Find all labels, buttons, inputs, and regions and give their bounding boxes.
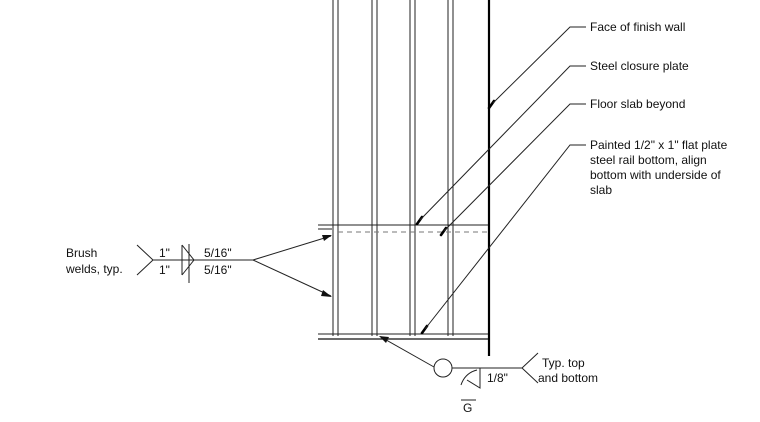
fillet-weld-below (466, 368, 481, 389)
painted-plate-line-4: slab (590, 183, 612, 197)
floor-slab-beyond (318, 224, 490, 233)
label-painted-flat-plate: Painted 1/2" x 1" flat plate steel rail … (590, 138, 728, 197)
typ-line-1: Typ. top (542, 356, 585, 370)
weld-size-top: 1" (159, 246, 170, 260)
rail-assembly (318, 0, 496, 356)
painted-plate-line-1: Painted 1/2" x 1" flat plate (590, 138, 728, 152)
painted-plate-line-3: bottom with underside of (590, 168, 721, 182)
weld-finish-grind: G (463, 401, 472, 415)
baluster-1 (332, 0, 339, 336)
typ-line-2: and bottom (538, 371, 598, 385)
arrowhead-lower (321, 290, 332, 297)
weld-symbol-bottom: 1/8" G (379, 336, 539, 415)
weld-all-around-icon (433, 358, 453, 378)
label-floor-slab-beyond: Floor slab beyond (590, 97, 685, 111)
weld-symbol-left: 1" 1" 5/16" 5/16" (136, 235, 332, 297)
bottom-rail-plate (318, 333, 490, 340)
label-steel-closure-plate: Steel closure plate (590, 59, 689, 73)
brush-welds-line-2: welds, typ. (65, 262, 123, 276)
painted-plate-line-2: steel rail bottom, align (590, 153, 707, 167)
contour-arc (460, 369, 478, 386)
callout-leaders (419, 26, 586, 330)
baluster-3 (409, 0, 416, 336)
weld-size-bottom: 1" (159, 263, 170, 277)
arrowhead-upper (322, 235, 332, 241)
weld-length-bottom: 5/16" (204, 263, 232, 277)
baluster-4 (447, 0, 454, 336)
weld-size-bottom-symbol: 1/8" (487, 371, 508, 385)
weld-length-top: 5/16" (204, 246, 232, 260)
baluster-2 (371, 0, 378, 336)
weld-tail-bottom (521, 352, 539, 384)
arrowhead-bottom (379, 336, 389, 343)
brush-welds-line-1: Brush (66, 246, 97, 260)
weld-tail-left (136, 244, 154, 276)
label-face-of-finish-wall: Face of finish wall (590, 20, 685, 34)
